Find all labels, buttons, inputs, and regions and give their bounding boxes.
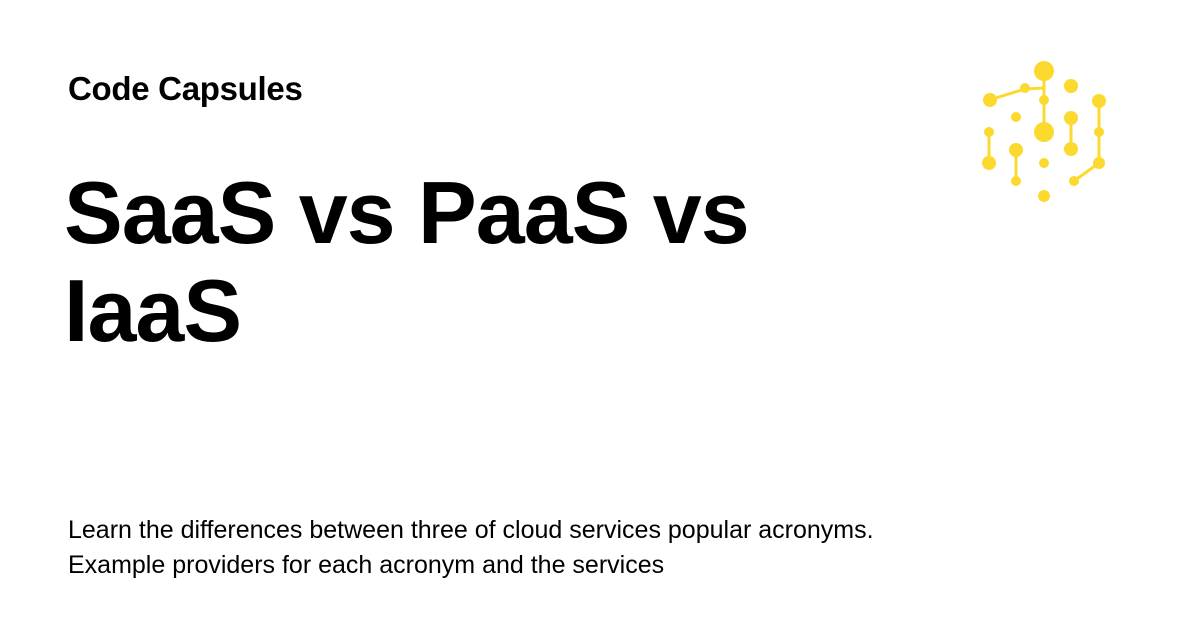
page-title: SaaS vs PaaS vs IaaS [64,163,750,360]
site-name: Code Capsules [68,70,303,107]
page-description: Learn the differences between three of c… [68,516,874,579]
capsule-network-logo-icon [975,55,1115,210]
